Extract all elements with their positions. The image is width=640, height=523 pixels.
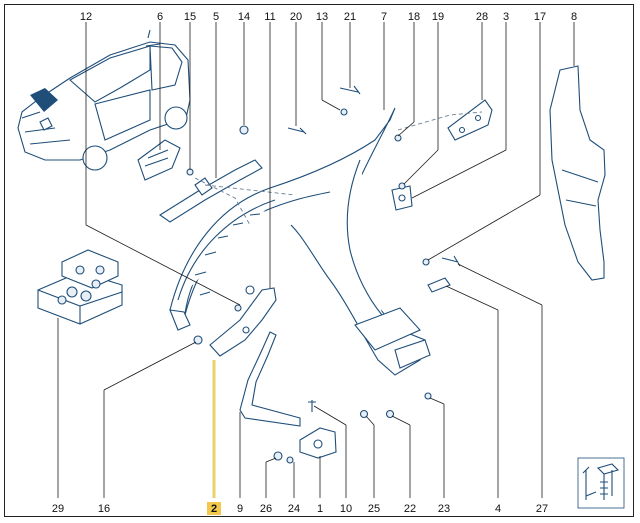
callout-5[interactable]: 5 — [213, 11, 219, 23]
callout-12[interactable]: 12 — [80, 11, 92, 23]
top-callout-row: 12 6 15 5 14 11 20 13 21 7 18 19 28 3 17 8 — [80, 11, 577, 23]
callout-25[interactable]: 25 — [368, 503, 380, 515]
wheel-arch-liner — [169, 107, 431, 376]
bracket-1 — [299, 427, 337, 459]
callout-8[interactable]: 8 — [571, 11, 577, 23]
callout-1[interactable]: 1 — [317, 503, 323, 515]
bracket-6 — [137, 139, 181, 181]
callout-16[interactable]: 16 — [98, 503, 110, 515]
callout-6[interactable]: 6 — [157, 11, 163, 23]
callout-9[interactable]: 9 — [237, 503, 243, 515]
bracket-11 — [209, 285, 277, 357]
callout-22[interactable]: 22 — [404, 503, 416, 515]
callout-24[interactable]: 24 — [288, 503, 300, 515]
bracket-3 — [391, 185, 413, 211]
leader-lines-bottom — [57, 263, 543, 498]
bracket-4 — [427, 277, 451, 293]
callout-13[interactable]: 13 — [316, 11, 328, 23]
callout-26[interactable]: 26 — [260, 503, 272, 515]
callout-7[interactable]: 7 — [381, 11, 387, 23]
callout-10[interactable]: 10 — [340, 503, 352, 515]
hardware-kit-box — [37, 249, 123, 325]
callout-21[interactable]: 21 — [344, 11, 356, 23]
callout-11[interactable]: 11 — [264, 11, 275, 23]
callout-4[interactable]: 4 — [495, 503, 501, 515]
assembly-dashes — [194, 111, 483, 226]
callout-18[interactable]: 18 — [408, 11, 420, 23]
callout-14[interactable]: 14 — [238, 11, 250, 23]
bracket-28 — [447, 99, 493, 141]
callout-2[interactable]: 2 — [211, 503, 217, 515]
car-thumbnail — [17, 29, 191, 171]
leader-lines — [85, 22, 575, 306]
callout-29[interactable]: 29 — [52, 503, 64, 515]
bolt-dimension-icon — [577, 457, 625, 509]
callout-20[interactable]: 20 — [290, 11, 302, 23]
callout-27[interactable]: 27 — [536, 503, 548, 515]
callout-19[interactable]: 19 — [432, 11, 444, 23]
bracket-9 — [239, 331, 301, 427]
bracket-5 — [159, 159, 263, 223]
callout-15[interactable]: 15 — [184, 11, 196, 23]
callout-23[interactable]: 23 — [438, 503, 450, 515]
side-trim-panel — [549, 65, 606, 281]
callout-3[interactable]: 3 — [503, 11, 509, 23]
callout-17[interactable]: 17 — [534, 11, 546, 23]
callout-28[interactable]: 28 — [476, 11, 488, 23]
callout-highlight-2 — [207, 502, 221, 515]
